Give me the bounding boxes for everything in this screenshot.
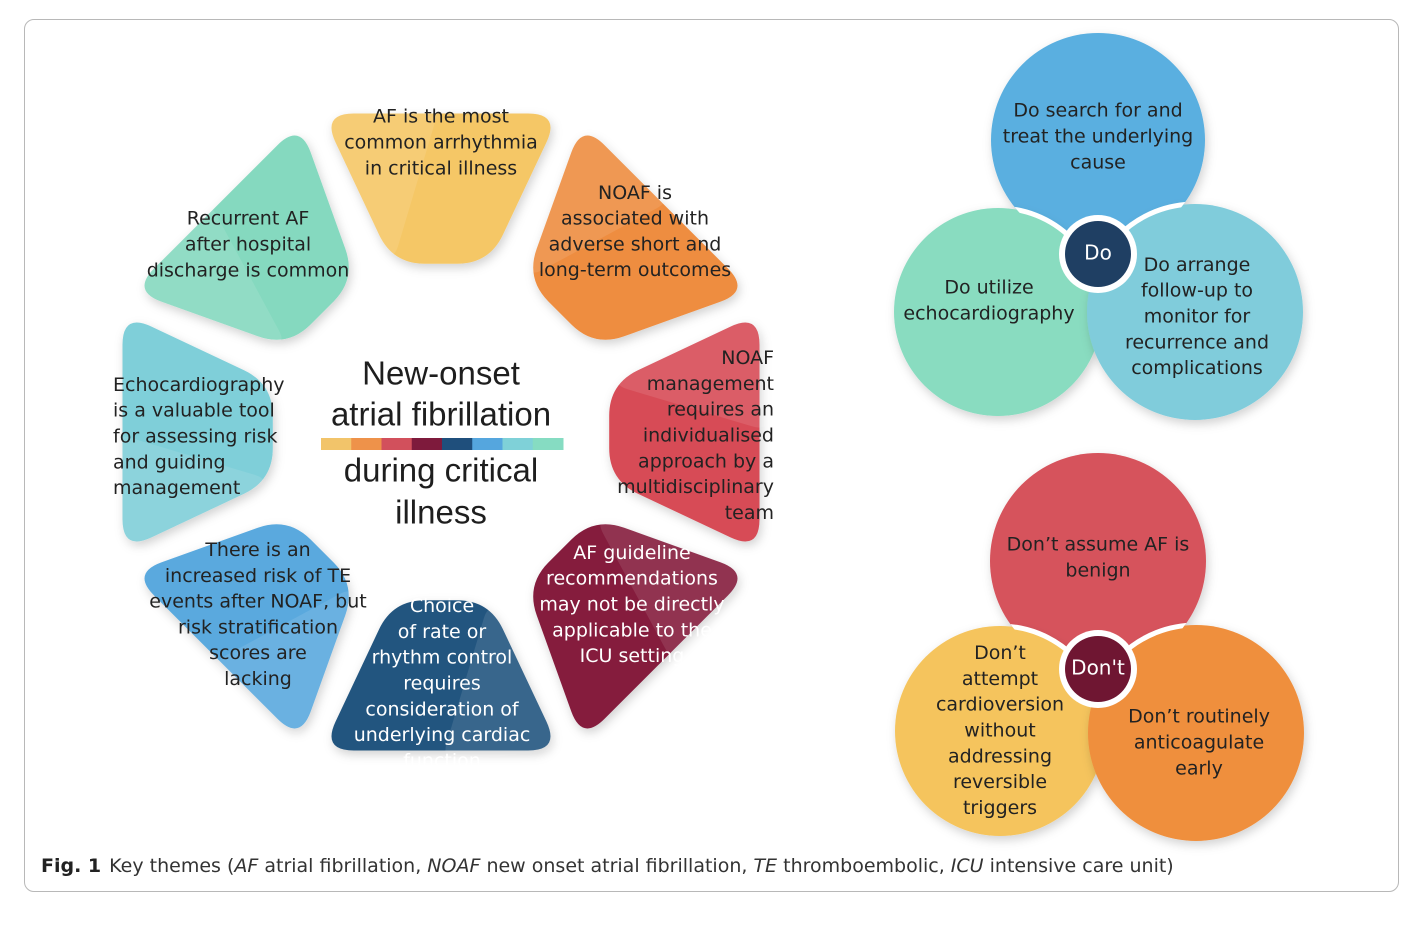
center-stripe-0	[321, 438, 352, 450]
center-stripe-2	[381, 438, 413, 450]
theme-facet-rate	[445, 609, 555, 761]
abbr-term: TE	[753, 855, 778, 877]
center-line-0: New-onset	[362, 355, 520, 392]
center-stripe-5	[472, 438, 503, 450]
dont_group-hub: Don't	[1059, 630, 1137, 708]
center-stripe-7	[532, 438, 564, 450]
circle-shape-do-followup	[1087, 204, 1303, 420]
theme-facet-top	[327, 103, 437, 255]
theme-facet-outcomes	[530, 130, 667, 273]
figure-number: Fig. 1	[41, 855, 102, 877]
dont_group-hub-label: Don't	[1071, 656, 1125, 680]
center-line-1: atrial fibrillation	[331, 396, 551, 433]
circle-shape-do-echo	[894, 208, 1102, 416]
center-line-3: illness	[395, 494, 487, 531]
center-stripe-4	[442, 438, 473, 450]
abbr-meaning: intensive care unit)	[983, 855, 1174, 877]
circle-shape-dont-cardioversion	[895, 626, 1105, 836]
abbr-term: AF	[234, 855, 259, 877]
theme-shape-guideline	[533, 524, 738, 729]
figure-caption: Fig. 1 Key themes (AF atrial fibrillation…	[41, 855, 1381, 877]
theme-shape-recurrent	[144, 135, 349, 340]
circle-shape-do-search	[991, 33, 1205, 247]
theme-shape-echo	[122, 322, 273, 542]
caption-lead: Key themes (	[109, 855, 235, 877]
theme-facet-echo	[112, 436, 264, 546]
abbr-term: NOAF	[427, 855, 481, 877]
theme-shape-management	[609, 322, 760, 542]
caption-abbreviations: AF atrial fibrillation, NOAF new onset a…	[234, 855, 1173, 877]
theme-facet-guideline	[600, 521, 743, 658]
center-stripe-6	[502, 438, 534, 450]
center-stripe-1	[351, 438, 382, 450]
dont_group-hub-circle	[1065, 636, 1131, 702]
center-stripe-3	[411, 438, 443, 450]
abbr-term: ICU	[950, 855, 984, 877]
theme-facet-management	[618, 318, 770, 428]
do_group-hub: Do	[1059, 215, 1137, 293]
theme-shape-top	[331, 113, 551, 264]
theme-shape-outcomes	[533, 135, 738, 340]
theme-shape-rate	[331, 600, 551, 751]
figure-frame	[24, 19, 1399, 892]
abbr-meaning: new onset atrial fibrillation,	[480, 855, 754, 877]
do_group-hub-circle	[1065, 221, 1131, 287]
theme-facet-te	[215, 591, 352, 734]
center-line-2: during critical	[344, 452, 538, 489]
abbr-meaning: atrial fibrillation,	[258, 855, 428, 877]
circle-shape-dont-assume	[990, 453, 1206, 669]
abbr-meaning: thromboembolic,	[777, 855, 951, 877]
theme-shape-te	[144, 524, 349, 729]
theme-facet-recurrent	[139, 206, 282, 343]
center-title: New-onset atrial fibrillation during criti…	[321, 355, 564, 531]
do_group-hub-label: Do	[1084, 241, 1112, 265]
circle-shape-dont-anticoagulate	[1088, 625, 1304, 841]
